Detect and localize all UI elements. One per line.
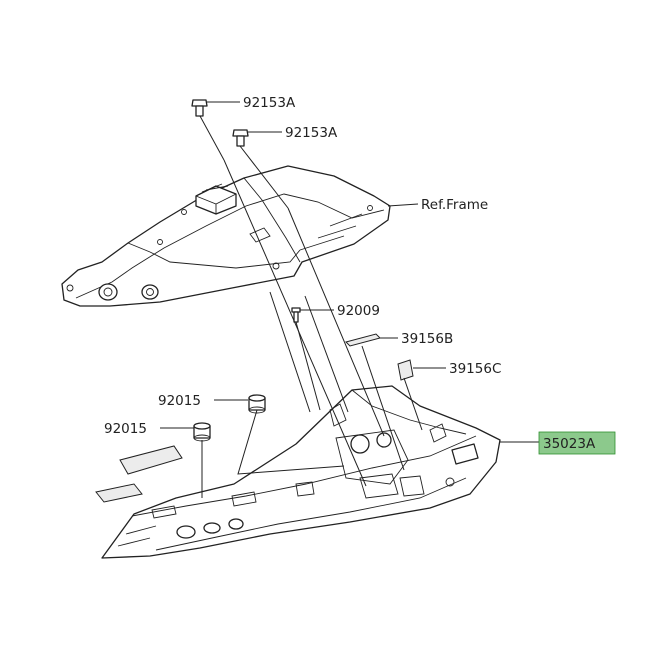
pad-39156b[interactable] bbox=[345, 333, 381, 347]
collar-92015-upper[interactable] bbox=[248, 394, 266, 414]
installation-lines bbox=[199, 115, 423, 498]
bolt-92153a-second[interactable] bbox=[232, 129, 249, 147]
callout-35023a[interactable]: 35023A bbox=[543, 436, 596, 452]
foam-block-upper bbox=[119, 445, 183, 475]
callout-92153a-second[interactable]: 92153A bbox=[285, 125, 338, 141]
callout-92015-upper[interactable]: 92015 bbox=[158, 393, 201, 409]
callout-39156c[interactable]: 39156C bbox=[449, 361, 501, 377]
collar-92015-lower[interactable] bbox=[193, 422, 211, 442]
frame-assembly bbox=[61, 165, 391, 307]
callout-92009[interactable]: 92009 bbox=[337, 303, 380, 319]
leader-lines bbox=[160, 101, 540, 443]
foam-block-lower bbox=[95, 483, 143, 503]
bolt-92153a-top[interactable] bbox=[191, 99, 208, 117]
callout-highlight bbox=[538, 431, 616, 455]
pad-39156c[interactable] bbox=[397, 359, 414, 381]
callout-39156b[interactable]: 39156B bbox=[401, 331, 453, 347]
callout-92015-lower[interactable]: 92015 bbox=[104, 421, 147, 437]
screw-92009[interactable] bbox=[291, 307, 301, 323]
callout-92153a-top[interactable]: 92153A bbox=[243, 95, 296, 111]
seat-cover-35023a[interactable] bbox=[101, 385, 501, 559]
callout-ref-frame: Ref.Frame bbox=[421, 197, 488, 213]
